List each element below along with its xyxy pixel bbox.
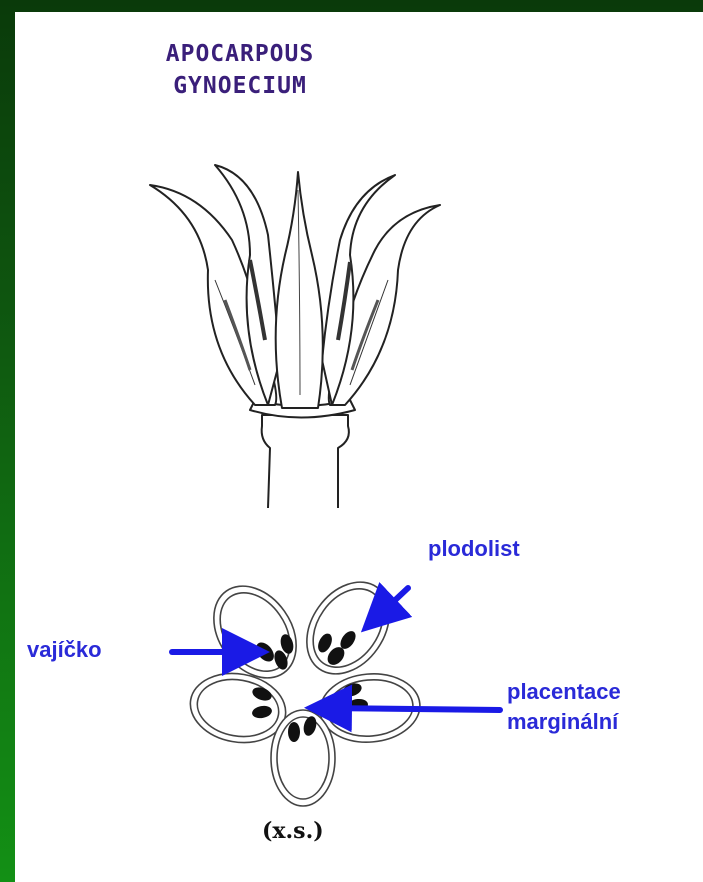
cross-section-caption: (x.s.)	[262, 818, 324, 844]
ovule	[288, 722, 300, 742]
carpel-lobe-top-left	[197, 570, 313, 693]
carpel-lobe-top-right	[290, 566, 406, 689]
flower-side-view	[150, 165, 440, 508]
carpel-lobe-bottom	[271, 710, 335, 806]
ovule-label: vajíčko	[27, 636, 102, 664]
cross-section	[185, 566, 423, 806]
arrow-placentation	[322, 708, 500, 710]
placentation-label-line-2: marginální	[507, 708, 618, 736]
placentation-label-line-1: placentace	[507, 678, 621, 706]
flower-stalk	[262, 415, 349, 508]
carpel-label: plodolist	[428, 535, 520, 563]
